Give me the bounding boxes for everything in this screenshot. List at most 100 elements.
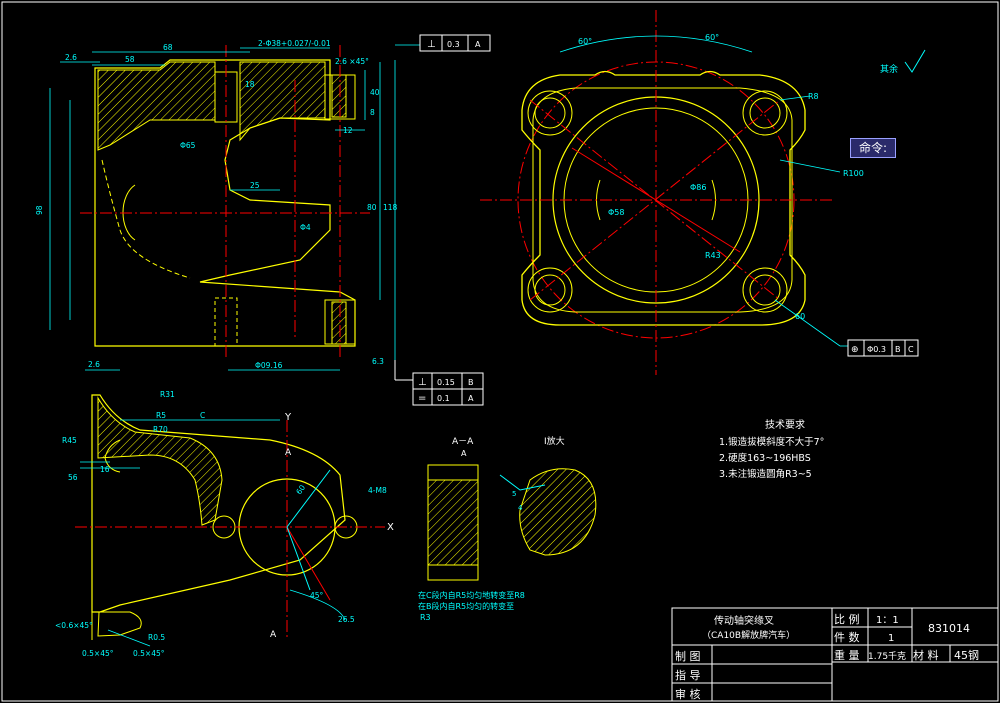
main-view (49, 44, 420, 381)
phi58-label: Φ58 (608, 208, 624, 217)
flange-view (480, 10, 848, 375)
command-prompt[interactable]: 命令: (850, 138, 896, 158)
section-mark-a2: A (270, 630, 277, 640)
x-axis-label: X (387, 522, 394, 533)
section-hatch (427, 479, 479, 566)
note-0: 在C段内自R5均匀地转变至R8 (418, 590, 525, 600)
bolt-hole-br-inner (749, 274, 781, 306)
dim-18: 18 (245, 80, 255, 89)
section-sub: A (461, 449, 467, 458)
bottom-view (75, 369, 385, 647)
lug-bottom-hatch (331, 301, 347, 345)
bottom-radial-dim (286, 526, 311, 591)
r05-label: R0.5 (148, 633, 165, 642)
r100-label: R100 (843, 169, 864, 178)
dim-509: Φ09.16 (255, 361, 283, 370)
dim-80: 80 (367, 203, 377, 212)
r8-label: R8 (808, 92, 819, 101)
bottom-radial (286, 526, 331, 601)
gdt-right-datum1: B (895, 345, 901, 354)
holes-label: 4-M8 (368, 486, 387, 495)
material-label: 材 料 (913, 648, 939, 662)
drawn-label: 制 图 (675, 650, 701, 663)
dim-holes: 2-Φ38+0.027/-0.01 (258, 39, 331, 48)
chamfer-2: 0.5×45° (133, 649, 165, 658)
flange-dim-texts: 60° 60° R8 R100 Φ86 Φ58 R43 60 (578, 33, 864, 321)
slot-left (596, 179, 601, 221)
bolt-hole-bl-inner (534, 274, 566, 306)
d16-label: 16 (100, 465, 110, 474)
r5-label: R5 (156, 411, 166, 420)
bolt-hole-bl (527, 267, 573, 313)
qty-value: 1 (888, 633, 894, 644)
title-block (671, 607, 999, 702)
dim-8: 8 (370, 108, 375, 117)
material-value: 45钢 (954, 649, 979, 662)
gdt-frame-mid[interactable]: ⊥ 0.15 B = 0.1 A (394, 360, 484, 406)
part-name: 传动轴突缘叉 (714, 614, 774, 627)
bolt-hole-tr-inner (749, 97, 781, 129)
detail-hatch (519, 468, 597, 556)
r70-label: R70 (153, 425, 168, 434)
hatch-upper-right (239, 61, 326, 142)
gdt-frame-right[interactable]: ⊕ Φ0.3 B C (847, 339, 919, 357)
dim-chamfer: 2.6 ×45° (335, 57, 369, 66)
d06-label: <0.6×45° (55, 621, 93, 630)
tech-requirements: 技术要求 1.锻造拔模斜度不大于7° 2.硬度163~196HBS 3.未注锻造… (719, 418, 824, 480)
dim-58: 58 (125, 55, 135, 64)
section-aa: A－A A (427, 437, 479, 581)
dim-40: 40 (370, 88, 380, 97)
d60-right: 60 (795, 312, 805, 321)
dim-12: 12 (343, 126, 353, 135)
tech-item-3: 3.未注锻造圆角R3~5 (719, 468, 812, 480)
check-label: 审 核 (675, 687, 701, 701)
dim-bottom-2-6: 2.6 (88, 360, 100, 369)
r31-label: R31 (160, 390, 175, 399)
gdt-top-symbol: ⊥ (427, 39, 436, 50)
title-block-texts: 传动轴突缘叉 （CA10B解放牌汽车） 比 例 1：1 831014 件 数 1… (675, 612, 979, 701)
tech-item-2: 2.硬度163~196HBS (719, 452, 811, 464)
phi86-label: Φ86 (690, 183, 706, 192)
angle-arc (559, 35, 753, 53)
y-axis-label: Y (284, 412, 292, 423)
gdt-mid1-datum: B (468, 378, 474, 387)
scale-label: 比 例 (834, 612, 860, 626)
hidden-lines (94, 159, 191, 300)
main-body-outline (94, 59, 356, 347)
dim-98: 98 (35, 205, 44, 215)
arm-hatch (97, 396, 223, 526)
gdt-mid1-symbol: ⊥ (418, 377, 427, 388)
bolt-hole-tl (527, 90, 573, 136)
forging-notes: 在C段内自R5均匀地转变至R8 在B段内自R5均匀的转变至 R3 (418, 590, 525, 622)
gdt-frame-top[interactable]: ⊥ 0.3 A (419, 34, 491, 52)
part-sub: （CA10B解放牌汽车） (702, 629, 795, 641)
dim-25: 25 (250, 181, 260, 190)
flange-outline (521, 70, 806, 326)
arm-outline (91, 394, 346, 613)
note-2: R3 (420, 613, 431, 622)
detail-d5: 5 (512, 490, 516, 498)
flange-diag-2 (529, 99, 781, 301)
gdt-right-symbol: ⊕ (851, 345, 859, 355)
bottom-dia-dim (286, 469, 331, 528)
gdt-right-datum2: C (908, 345, 914, 354)
arm-fillet (104, 439, 121, 473)
surface-note: 其余 (880, 49, 926, 75)
gdt-right-value: Φ0.3 (867, 345, 886, 354)
gdt-mid2-datum: A (468, 394, 474, 403)
dim-118: 118 (383, 203, 398, 212)
angle-2: 60° (705, 33, 719, 42)
guide-label: 指 导 (675, 668, 701, 682)
gdt-top-value: 0.3 (447, 40, 460, 49)
gdt-top-datum: A (475, 40, 481, 49)
section-mark-a1: A (285, 448, 292, 458)
arm-foot (97, 611, 142, 637)
main-dim-texts: 2.6 58 68 2-Φ38+0.027/-0.01 2.6 ×45° 40 … (35, 39, 398, 370)
drawing-no: 831014 (928, 622, 970, 635)
r45-label: R45 (62, 436, 77, 445)
scale-value: 1：1 (876, 615, 899, 626)
d45-label: 45° (310, 591, 324, 600)
dim-6-3: 6.3 (372, 357, 384, 366)
